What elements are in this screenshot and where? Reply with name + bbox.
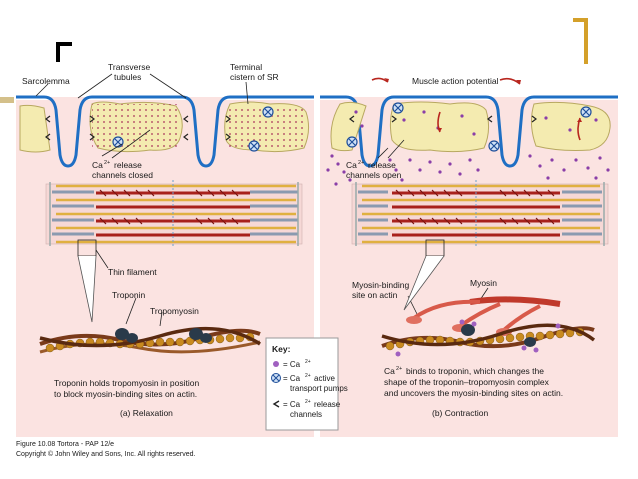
caption-contraction-3: and uncovers the myosin-binding sites on… bbox=[384, 388, 563, 398]
caption-contraction-sup: 2+ bbox=[396, 366, 402, 372]
caption-contraction-1b: binds to troponin, which changes the bbox=[406, 366, 544, 376]
key-pump-sup: 2+ bbox=[305, 373, 311, 379]
caption-relaxation-1: Troponin holds tropomyosin in position bbox=[54, 378, 199, 388]
label-transverse-2: tubules bbox=[114, 72, 141, 82]
label-ca-open-sup: 2+ bbox=[358, 160, 364, 166]
sr-cistern-right-2 bbox=[530, 101, 611, 151]
caption-contraction-title: (b) Contraction bbox=[432, 408, 488, 418]
sr-cistern-right-0 bbox=[330, 101, 367, 152]
release-channel-icons bbox=[45, 115, 537, 141]
sarcolemma-right bbox=[320, 95, 618, 168]
label-ca-open-1b: release bbox=[368, 160, 396, 170]
key-pump-label-2: transport pumps bbox=[290, 384, 348, 393]
key-channel-label-1b: release bbox=[314, 400, 341, 409]
footer-line-2: Copyright © John Wiley and Sons, Inc. Al… bbox=[16, 450, 196, 458]
key-box bbox=[265, 337, 339, 431]
label-tropomyosin: Tropomyosin bbox=[150, 306, 199, 316]
slide-bracket-right bbox=[573, 18, 588, 64]
key-title: Key: bbox=[272, 344, 291, 354]
key-channel-label-1: = Ca bbox=[283, 400, 301, 409]
label-myosin-site-1: Myosin-binding bbox=[352, 280, 409, 290]
key-pump-label-1: = Ca bbox=[283, 374, 301, 383]
caption-contraction-2: shape of the troponin–tropomyosin comple… bbox=[384, 377, 550, 387]
caption-relaxation-2: to block myosin-binding sites on actin. bbox=[54, 389, 197, 399]
label-troponin: Troponin bbox=[112, 290, 146, 300]
label-ca-closed-1b: release bbox=[114, 160, 142, 170]
thin-filament-right bbox=[381, 296, 596, 357]
key-channel-label-2: channels bbox=[290, 410, 322, 419]
key-channel-sup: 2+ bbox=[305, 399, 311, 405]
sarcomere-right bbox=[351, 180, 609, 257]
label-terminal-1: Terminal bbox=[230, 62, 262, 72]
label-sarcolemma: Sarcolemma bbox=[22, 76, 70, 86]
label-myosin-site-2: site on actin bbox=[352, 290, 398, 300]
label-ca-open-1a: Ca bbox=[346, 160, 357, 170]
label-action-potential: Muscle action potential bbox=[412, 76, 499, 86]
footer-line-1: Figure 10.08 Tortora - PAP 12/e bbox=[16, 441, 114, 448]
label-thin-filament: Thin filament bbox=[108, 267, 157, 277]
key-calcium-icon bbox=[273, 361, 279, 367]
label-ca-closed-1a: Ca bbox=[92, 160, 103, 170]
zoom-funnel-left bbox=[77, 255, 97, 323]
slide-accent-bar bbox=[0, 97, 14, 103]
label-terminal-2: cistern of SR bbox=[230, 72, 279, 82]
caption-contraction-1a: Ca bbox=[384, 366, 395, 376]
label-ca-closed-sup: 2+ bbox=[104, 160, 110, 166]
key-pump-label-1b: active bbox=[314, 374, 335, 383]
key-ca-label: = Ca bbox=[283, 360, 301, 369]
slide-bracket-left bbox=[56, 42, 72, 62]
caption-relaxation-title: (a) Relaxation bbox=[120, 408, 173, 418]
key-ca-sup: 2+ bbox=[305, 359, 311, 365]
label-ca-closed-2: channels closed bbox=[92, 170, 153, 180]
sarcomere-left bbox=[45, 180, 303, 257]
label-transverse-1: Transverse bbox=[108, 62, 150, 72]
pump-crosses bbox=[114, 104, 590, 150]
zoom-funnel-right bbox=[403, 255, 445, 311]
label-ca-open-2: channels open bbox=[346, 170, 402, 180]
released-calcium bbox=[326, 110, 610, 186]
thin-filament-left bbox=[39, 326, 261, 354]
key-channel-icon bbox=[272, 400, 280, 408]
sarcolemma-left bbox=[16, 95, 314, 168]
arrowheads bbox=[384, 78, 582, 132]
sr-cistern-left-0 bbox=[19, 104, 51, 153]
sr-cistern-right-1 bbox=[389, 101, 490, 153]
label-myosin: Myosin bbox=[470, 278, 497, 288]
